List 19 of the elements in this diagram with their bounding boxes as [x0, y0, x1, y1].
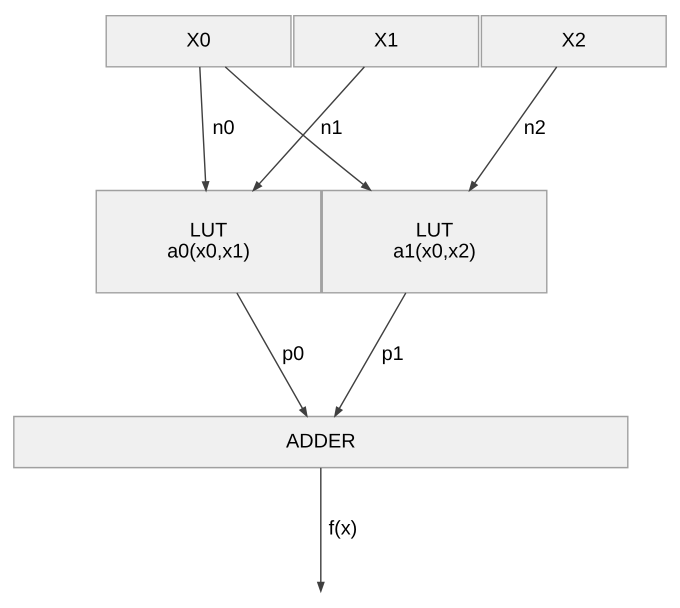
arrow — [236, 292, 308, 418]
arrow — [468, 66, 558, 192]
edge-label: n2 — [524, 116, 546, 139]
edge-label: f(x) — [328, 518, 358, 540]
arrow — [252, 66, 365, 192]
edge-label: p0 — [282, 342, 304, 365]
arrow — [199, 66, 210, 193]
node-box: LUT a0(x0,x1) — [96, 190, 322, 294]
node-box: LUT a1(x0,x2) — [322, 190, 548, 294]
arrow — [316, 468, 325, 594]
node-box: ADDER — [13, 416, 629, 468]
arrow — [334, 292, 406, 418]
edge-label: p1 — [382, 342, 404, 365]
edge-label: n0 — [212, 116, 235, 139]
node-box: X0 — [106, 14, 292, 68]
node-box: X2 — [480, 14, 667, 68]
edge-label: n1 — [320, 116, 343, 139]
arrow — [224, 66, 372, 192]
node-box: X1 — [293, 14, 480, 68]
